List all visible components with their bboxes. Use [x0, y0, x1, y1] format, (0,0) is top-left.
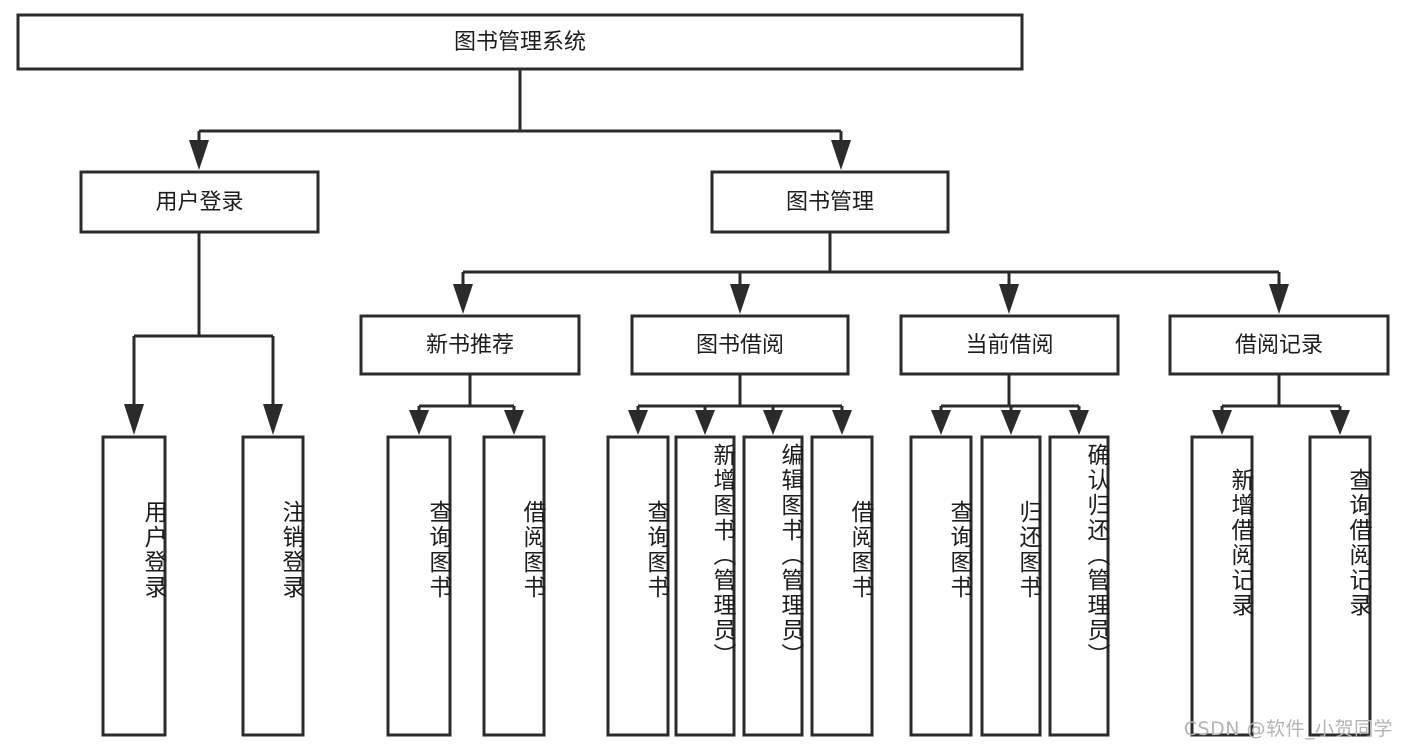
connector-book-manage-to-level3: [453, 232, 1289, 314]
node-root-box[interactable]: [16, 13, 1024, 71]
leaf-edit-book-box[interactable]: [742, 435, 804, 737]
connector-book-borrow-to-leaves: [628, 374, 852, 435]
leaf-borrow-book-box[interactable]: [810, 435, 874, 737]
arrow-to-book-manage: [831, 140, 851, 170]
connector-user-login-to-leaves: [124, 232, 283, 435]
leaf-query-book-borrow-box[interactable]: [606, 435, 670, 737]
leaf-add-record-box[interactable]: [1190, 435, 1254, 737]
arrow-to-current-borrow: [999, 284, 1019, 314]
node-user-login-label: 用户登录: [155, 190, 243, 215]
node-book-borrow-box[interactable]: [630, 314, 850, 376]
arrow-to-leaf-add-record: [1212, 410, 1232, 435]
node-new-book-rec-label: 新书推荐: [426, 333, 514, 358]
arrow-to-leaf-add-book: [695, 410, 715, 435]
connector-new-book-rec-to-leaves: [409, 374, 524, 435]
arrow-to-leaf-confirm-return: [1069, 410, 1089, 435]
arrow-to-book-borrow: [730, 284, 750, 314]
arrow-to-leaf-return-book: [1001, 410, 1021, 435]
arrow-to-user-login: [189, 140, 209, 170]
node-current-borrow-box[interactable]: [899, 314, 1120, 376]
leaf-query-book-rec-box[interactable]: [386, 435, 452, 737]
arrow-to-leaf-user-logout: [263, 404, 283, 435]
node-book-manage-label: 图书管理: [786, 190, 874, 215]
arrow-to-leaf-query-book-rec: [409, 410, 429, 435]
leaf-query-book-cur-box[interactable]: [909, 435, 973, 737]
node-borrow-record-box[interactable]: [1168, 314, 1390, 376]
arrow-to-leaf-query-book-cur: [931, 410, 951, 435]
node-book-manage[interactable]: 图书管理: [710, 170, 950, 234]
node-current-borrow-label: 当前借阅: [965, 333, 1053, 358]
csdn-watermark: CSDN @软件_小贺同学: [1183, 718, 1393, 740]
leaf-borrow-book-rec-box[interactable]: [482, 435, 546, 737]
node-book-borrow-label: 图书借阅: [696, 333, 784, 358]
node-new-book-rec-box[interactable]: [359, 314, 581, 376]
node-new-book-rec[interactable]: 新书推荐: [359, 314, 581, 376]
arrow-to-new-book-rec: [453, 284, 473, 314]
arrow-to-leaf-borrow-book-rec: [504, 410, 524, 435]
node-user-login[interactable]: 用户登录: [79, 170, 320, 234]
arrow-to-leaf-user-login: [124, 404, 144, 435]
connector-root-to-level2: [189, 69, 851, 170]
leaf-confirm-return-box[interactable]: [1048, 435, 1110, 737]
node-root[interactable]: 图书管理系统: [16, 13, 1024, 71]
arrow-to-leaf-query-record: [1330, 410, 1350, 435]
arrow-to-leaf-edit-book: [763, 410, 783, 435]
node-book-borrow[interactable]: 图书借阅: [630, 314, 850, 376]
leaf-return-book-box[interactable]: [980, 435, 1042, 737]
arrow-to-leaf-borrow-book: [832, 410, 852, 435]
arrow-to-borrow-record: [1269, 284, 1289, 314]
arrow-to-leaf-query-book-borrow: [628, 410, 648, 435]
leaf-boxes-group: [101, 435, 1372, 737]
node-book-manage-box[interactable]: [710, 170, 950, 234]
node-borrow-record[interactable]: 借阅记录: [1168, 314, 1390, 376]
leaf-add-book-box[interactable]: [674, 435, 736, 737]
connector-borrow-record-to-leaves: [1212, 374, 1350, 435]
node-root-label: 图书管理系统: [454, 30, 586, 55]
connector-current-borrow-to-leaves: [931, 374, 1089, 435]
leaf-user-logout-box[interactable]: [241, 435, 305, 737]
leaf-user-login-box[interactable]: [101, 435, 167, 737]
leaf-query-record-box[interactable]: [1308, 435, 1372, 737]
node-borrow-record-label: 借阅记录: [1235, 333, 1323, 358]
node-current-borrow[interactable]: 当前借阅: [899, 314, 1120, 376]
